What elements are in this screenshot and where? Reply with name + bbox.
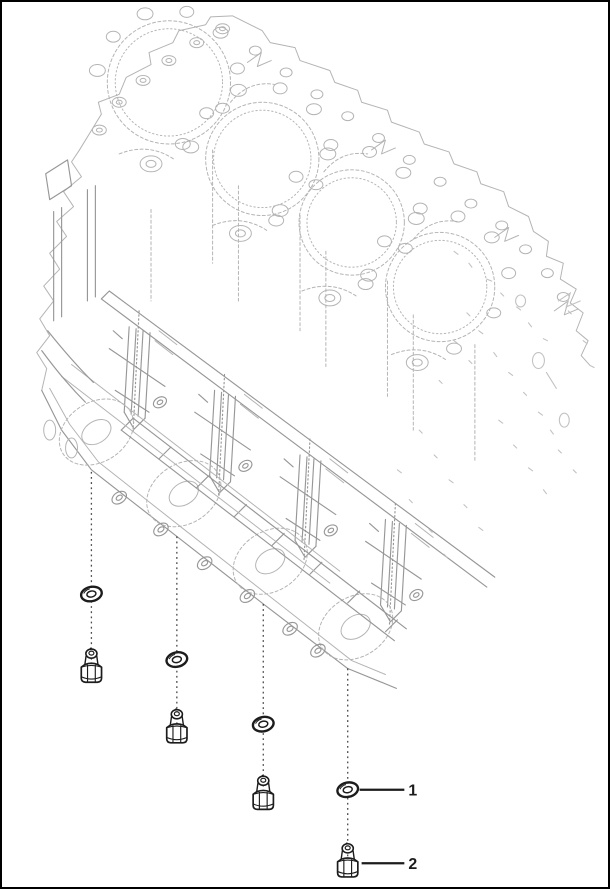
cylinder-bore-2 (182, 82, 339, 227)
plug-part-1 (80, 647, 103, 684)
callout-1-label: 1 (408, 783, 417, 800)
core-plug-bosses (139, 155, 429, 371)
cylinder-bores (88, 5, 517, 355)
callout-2-label: 2 (408, 856, 417, 873)
engine-block-drawing (36, 5, 595, 689)
washer-part-4 (334, 779, 361, 801)
callouts: 1 2 (359, 783, 417, 873)
plug-part-4 (336, 841, 359, 878)
parts (78, 583, 361, 878)
pan-rail-bolt-bosses (109, 488, 329, 661)
right-face-speckles (396, 250, 595, 558)
oil-pan-rail-inner (49, 387, 386, 675)
washer-part-1 (78, 583, 105, 605)
cylinder-bore-4 (360, 210, 517, 355)
plug-part-2 (165, 707, 188, 744)
deck-bolt-bosses-right (246, 45, 579, 316)
deck-bolt-bosses-left (91, 23, 230, 136)
block-left-edge (36, 149, 82, 391)
head-bolt-centerlines (150, 149, 476, 463)
right-face-small-holes (515, 291, 581, 428)
washer-part-3 (250, 713, 277, 735)
cylinder-bore-3 (271, 145, 428, 291)
washer-part-2 (163, 649, 190, 670)
cylinder-bore-1 (88, 5, 245, 150)
front-face-ribs (108, 310, 434, 626)
deck-outline (78, 15, 591, 367)
front-corner-details (41, 159, 96, 459)
assembly-centerlines (90, 471, 349, 862)
water-jacket-arcs (118, 83, 458, 362)
crankcase-skirt-rails (61, 364, 407, 642)
deck-ridge (100, 290, 496, 588)
plug-part-3 (252, 774, 275, 811)
oil-pan-rail (41, 389, 397, 689)
